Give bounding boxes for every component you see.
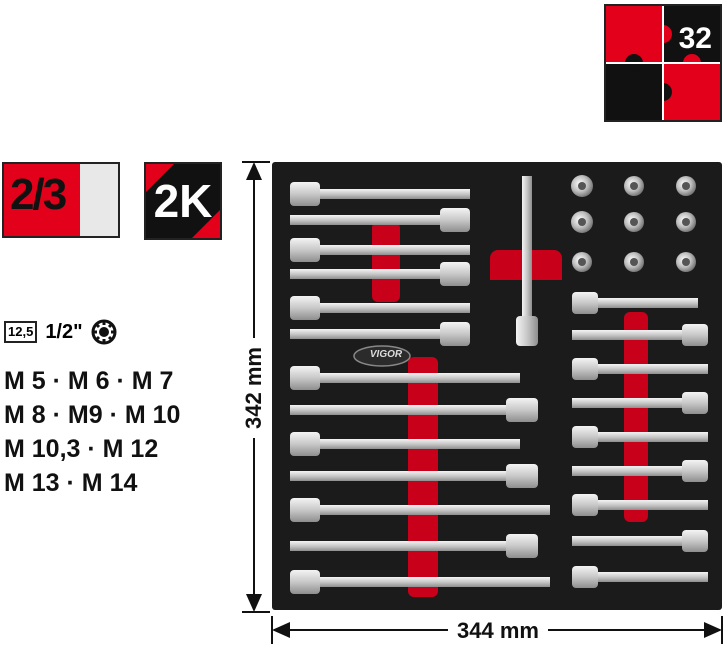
width-dimension-label: 344 mm [457, 618, 539, 643]
height-dimension-arrow [240, 161, 270, 613]
drive-spec-row: 12,5 1/2" [4, 318, 117, 346]
two-component-bg-icon [146, 164, 220, 238]
piece-count-number: 32 [678, 22, 712, 55]
torx-spline-icon [91, 319, 117, 345]
socket-grid [571, 175, 696, 272]
foam-tray: VIGOR [272, 162, 722, 610]
drive-box-label: 12,5 [4, 321, 38, 343]
size-list: M 5 · M 6 · M 7 M 8 · M9 · M 10 M 10,3 ·… [4, 364, 180, 500]
drive-size-label: 1/2" [45, 320, 83, 343]
right-socket-column [572, 292, 708, 588]
size-line: M 13 · M 14 [4, 469, 138, 497]
brand-logo [353, 345, 411, 367]
tool-layout [290, 175, 708, 597]
two-component-label: 2K [153, 175, 213, 227]
height-dimension-label: 342 mm [241, 347, 266, 429]
fill-level-badge: 2/3 [2, 162, 120, 238]
brand-logo-text: VIGOR [369, 349, 403, 360]
fill-level-text: 2/3 [10, 170, 67, 219]
puzzle-icon [606, 6, 720, 120]
fill-level-bar [4, 164, 80, 236]
left-socket-column [290, 182, 550, 594]
vertical-socket [516, 176, 538, 346]
width-dimension-arrow [271, 616, 723, 644]
size-line: M 10,3 · M 12 [4, 435, 159, 463]
size-line: M 5 · M 6 · M 7 [4, 367, 174, 395]
two-component-badge: 2K [144, 162, 222, 240]
piece-count-badge: 32 [604, 4, 722, 122]
size-line: M 8 · M9 · M 10 [4, 401, 181, 429]
